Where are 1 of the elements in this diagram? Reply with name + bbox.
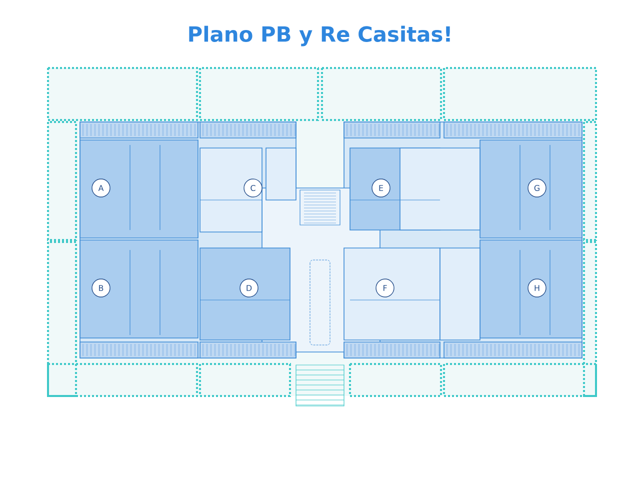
title: Plano PB y Re Casitas! <box>189 26 450 46</box>
